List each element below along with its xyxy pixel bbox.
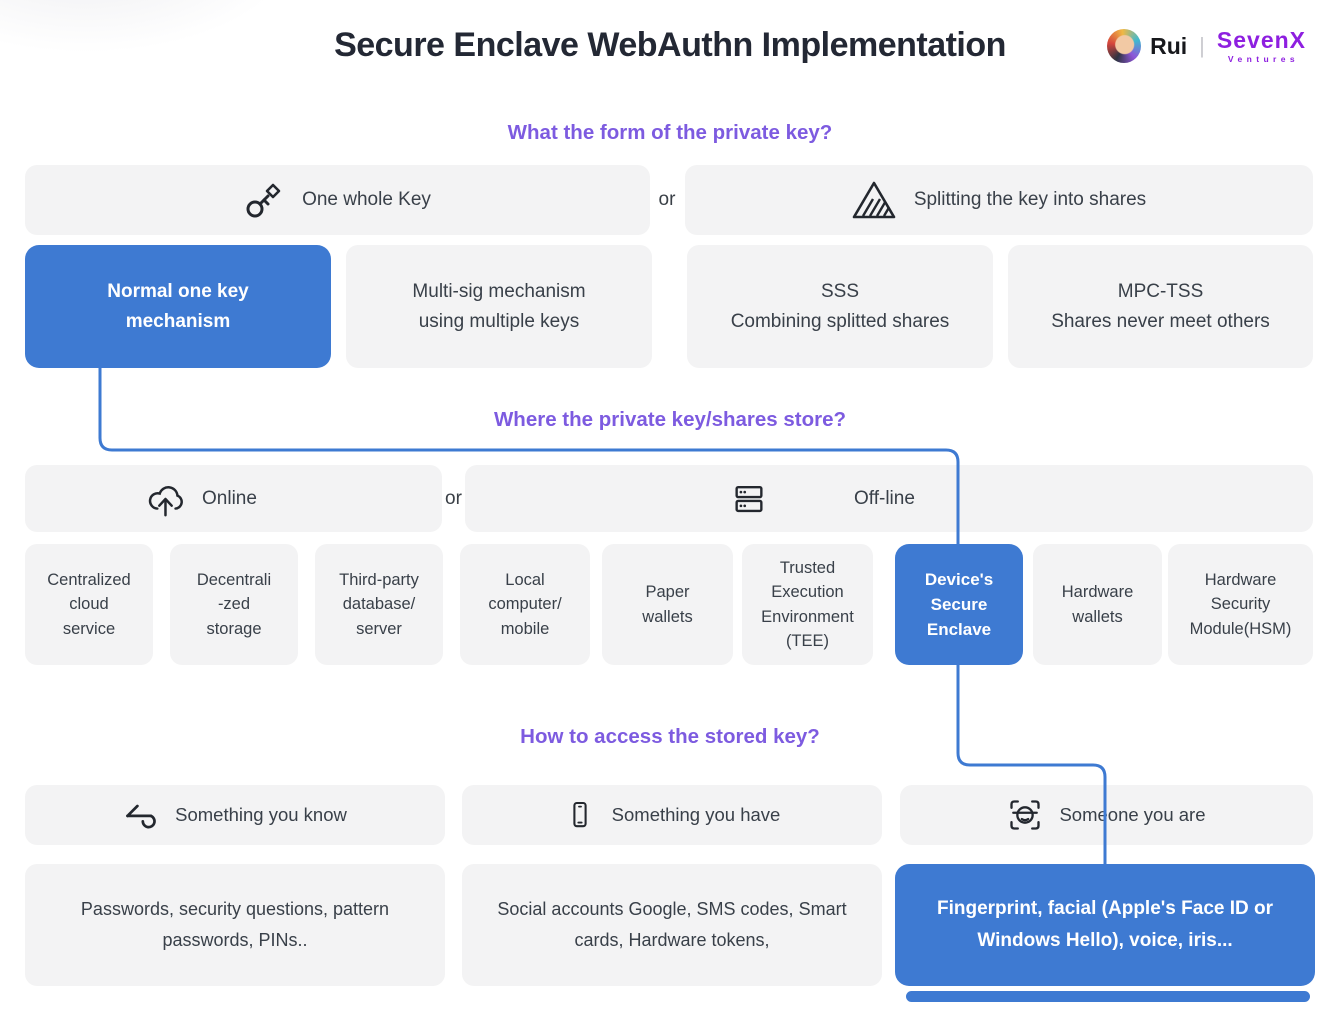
bottom-blue-bar-decoration xyxy=(906,991,1310,1002)
option-label: Online xyxy=(202,487,257,509)
mechanism-sss: SSS Combining splitted shares xyxy=(687,245,993,368)
factor-label: Something you know xyxy=(175,804,347,825)
online-group: Online xyxy=(143,465,257,532)
option-label: Splitting the key into shares xyxy=(913,189,1147,210)
brand-subtitle: Ventures xyxy=(1227,54,1299,64)
corner-gradient-decoration xyxy=(0,0,430,115)
option-online: Online xyxy=(25,465,442,532)
example-biometrics: Fingerprint, facial (Apple's Face ID or … xyxy=(895,864,1315,986)
option-splitting-key: Splitting the key into shares xyxy=(685,165,1313,235)
location-centralized-cloud: Centralized cloud service xyxy=(25,544,153,665)
option-offline: Off-line xyxy=(465,465,1313,532)
factor-label: Something you have xyxy=(611,804,781,825)
location-decentralized-storage: Decentrali -zed storage xyxy=(170,544,298,665)
page-title: Secure Enclave WebAuthn Implementation xyxy=(334,26,1006,64)
or-label-2: or xyxy=(445,487,462,509)
section-heading-store: Where the private key/shares store? xyxy=(493,408,847,431)
offline-group: Off-line xyxy=(730,465,915,532)
key-icon xyxy=(246,183,281,218)
mechanism-normal-one-key: Normal one key mechanism xyxy=(25,245,331,368)
factor-someone-you-are: Someone you are xyxy=(900,785,1313,845)
factor-something-you-have: Something you have xyxy=(462,785,882,845)
server-stack-icon xyxy=(735,485,763,512)
brand-lockup: Rui | SevenX Ventures xyxy=(1107,29,1306,64)
cloud-upload-icon xyxy=(148,485,183,517)
section-heading-access: How to access the stored key? xyxy=(520,725,820,748)
option-one-whole-key: One whole Key xyxy=(25,165,650,235)
option-label: One whole Key xyxy=(302,189,431,210)
factor-something-you-know: Something you know xyxy=(25,785,445,845)
location-secure-enclave: Device's Secure Enclave xyxy=(895,544,1023,665)
mechanism-multisig: Multi-sig mechanism using multiple keys xyxy=(346,245,652,368)
brand-separator: | xyxy=(1199,33,1205,59)
face-scan-icon xyxy=(1010,800,1041,830)
location-local-computer: Local computer/ mobile xyxy=(460,544,590,665)
avatar xyxy=(1107,29,1142,64)
location-hardware-wallets: Hardware wallets xyxy=(1033,544,1162,665)
split-triangle-icon xyxy=(852,181,896,219)
brand-name: SevenX xyxy=(1216,27,1306,53)
key-left-icon xyxy=(126,804,156,829)
example-something-you-know: Passwords, security questions, pattern p… xyxy=(25,864,445,986)
factor-label: Someone you are xyxy=(1059,804,1206,825)
location-hsm: Hardware Security Module(HSM) xyxy=(1168,544,1313,665)
mechanism-mpc-tss: MPC-TSS Shares never meet others xyxy=(1008,245,1313,368)
location-paper-wallets: Paper wallets xyxy=(602,544,733,665)
example-something-you-have: Social accounts Google, SMS codes, Smart… xyxy=(462,864,882,986)
author-name: Rui xyxy=(1150,32,1188,59)
smartphone-icon xyxy=(573,801,587,828)
brand-wordmark: SevenX Ventures xyxy=(1217,29,1306,64)
location-tee: Trusted Execution Environment (TEE) xyxy=(742,544,873,665)
location-third-party-database: Third-party database/ server xyxy=(315,544,443,665)
option-label: Off-line xyxy=(854,487,915,509)
or-label-1: or xyxy=(658,189,676,210)
section-heading-key-form: What the form of the private key? xyxy=(507,121,833,144)
